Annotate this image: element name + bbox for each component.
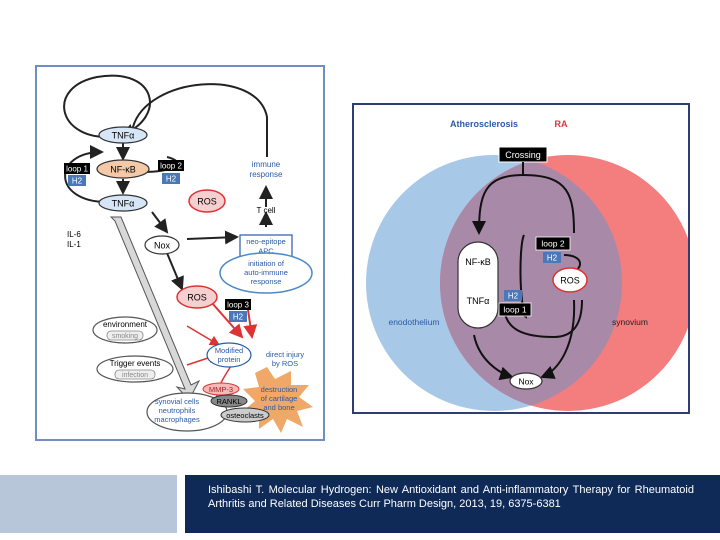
immune-feedback-arc: [123, 83, 268, 157]
ra-mechanism-diagram: TNFα NF-κB TNFα loop 1 H2 loop 2 H2 ROS …: [63, 74, 313, 433]
synovial-label-2: neutrophils: [159, 406, 196, 415]
destruction-label-3: and bone: [263, 403, 294, 412]
footer-accent-block: [0, 475, 177, 533]
crossing-label: Crossing: [505, 150, 541, 160]
loop2-h2-right: [543, 252, 561, 263]
ros-upper-node: [188, 189, 226, 213]
environment-label: environment: [103, 320, 148, 329]
rankl-node: [210, 394, 248, 408]
t-cell-label: T cell: [257, 206, 276, 215]
nfkb-label: NF-κB: [110, 165, 136, 175]
direct-injury-label: direct injury: [266, 350, 305, 359]
loop1-h2-label-right: H2: [508, 292, 519, 301]
crossing-left-arrow: [472, 162, 524, 235]
loop3-tag: [225, 299, 251, 310]
arrow-ros-protein: [211, 302, 244, 339]
tnf-mid-label: TNFα: [112, 199, 135, 209]
modified-protein-node: [206, 342, 252, 368]
arrow-nox-apc: [186, 230, 239, 245]
loop2-tag: [158, 160, 184, 171]
smoking-label: smoking: [112, 333, 138, 340]
il1-label: IL-1: [67, 240, 81, 249]
ra-label: RA: [555, 119, 568, 129]
tnf-top-label: TNFα: [112, 131, 135, 141]
auto-immune-label-2: auto-immune: [244, 268, 288, 277]
nox-node: [144, 235, 180, 255]
arrow-tnf-nox: [151, 211, 169, 234]
tnf-mid-node: [98, 194, 148, 212]
neo-epitope-label: neo-epitope: [246, 237, 286, 246]
nfkb-tnf-pill: [457, 241, 499, 329]
ros-lower-label: ROS: [187, 293, 207, 303]
smoking-tag: [106, 330, 144, 341]
auto-immune-node: [219, 252, 313, 294]
loop1-label-right: loop 1: [503, 305, 526, 315]
venn-crossing-diagram: Atherosclerosis RA Crossing NF-κB TNFα l…: [366, 119, 696, 411]
mmp3-label: MMP-3: [209, 385, 233, 394]
loop2-h2-label: H2: [166, 175, 177, 184]
modified-label: Modified: [215, 346, 243, 355]
nox-right-arrow: [540, 299, 576, 379]
ros-lower-node: [176, 285, 218, 309]
loop1-h2-tag: [68, 175, 86, 186]
arrow-nox-ros: [166, 252, 184, 291]
loop1-tag: [64, 163, 90, 174]
nox-label-right: Nox: [518, 377, 534, 387]
synovial-label-1: synovial cells: [155, 397, 199, 406]
loop3-h2-label: H2: [233, 313, 244, 322]
nox-label: Nox: [154, 241, 171, 251]
tnf-label-right: TNFα: [467, 296, 490, 306]
immune-label-2: response: [250, 170, 283, 179]
arrow-environment-protein: [186, 325, 221, 346]
nox-node-right: [509, 372, 543, 390]
osteoclasts-node: [220, 407, 270, 423]
rankl-label: RANKL: [216, 397, 241, 406]
trigger-events-label: Trigger events: [110, 359, 161, 368]
footer-bar: [185, 475, 720, 533]
left-diagram-panel: TNFα NF-κB TNFα loop 1 H2 loop 2 H2 ROS …: [35, 65, 325, 441]
loop1-tag-right: [498, 302, 532, 317]
apc-label: APC: [258, 247, 274, 256]
protein-label: protein: [218, 355, 241, 364]
il6-label: IL-6: [67, 230, 81, 239]
loop2-label: loop 2: [160, 162, 182, 171]
citation-text: Ishibashi T. Molecular Hydrogen: New Ant…: [208, 484, 694, 510]
by-ros-label: by ROS: [272, 359, 298, 368]
atherosclerosis-label: Atherosclerosis: [450, 119, 518, 129]
loop-arc-outer: [63, 74, 151, 138]
loop3-h2-tag: [229, 311, 247, 322]
immune-label-1: immune: [252, 160, 281, 169]
loop1-h2-label: H2: [72, 177, 83, 186]
tnf-top-node: [98, 126, 148, 144]
to-nox-arrow: [473, 334, 514, 381]
loop3-label: loop 3: [227, 301, 249, 310]
crossing-right-arrow: [522, 174, 575, 234]
synovial-label-3: macrophages: [154, 415, 200, 424]
osteoclasts-label: osteoclasts: [226, 411, 264, 420]
nfkb-node: [96, 159, 150, 179]
ros-label-right: ROS: [560, 276, 580, 286]
loop1-label: loop 1: [66, 165, 88, 174]
loop2-h2-tag: [162, 173, 180, 184]
endothelium-label: enodothelium: [388, 317, 439, 327]
right-diagram-panel: Atherosclerosis RA Crossing NF-κB TNFα l…: [352, 103, 696, 414]
synovium-label: synovium: [612, 317, 648, 327]
infection-tag: [114, 369, 156, 380]
loop1-arc: [64, 145, 108, 203]
loop2-tag-right: [535, 236, 571, 251]
ros-upper-label: ROS: [197, 197, 217, 207]
lower-loop-arrow: [503, 299, 583, 339]
destruction-label-2: of cartilage: [261, 394, 298, 403]
auto-immune-label-3: response: [251, 277, 282, 286]
nfkb-label-right: NF-κB: [465, 257, 491, 267]
loop2-h2-label-right: H2: [547, 254, 558, 263]
ros-node-right: [552, 267, 588, 293]
loop1-h2-right: [504, 290, 522, 301]
loop2-label-right: loop 2: [541, 239, 564, 249]
auto-immune-label-1: initiation of: [248, 259, 285, 268]
mmp3-node: [202, 382, 240, 396]
infection-label: infection: [122, 372, 148, 379]
destruction-label-1: destruction: [261, 385, 298, 394]
